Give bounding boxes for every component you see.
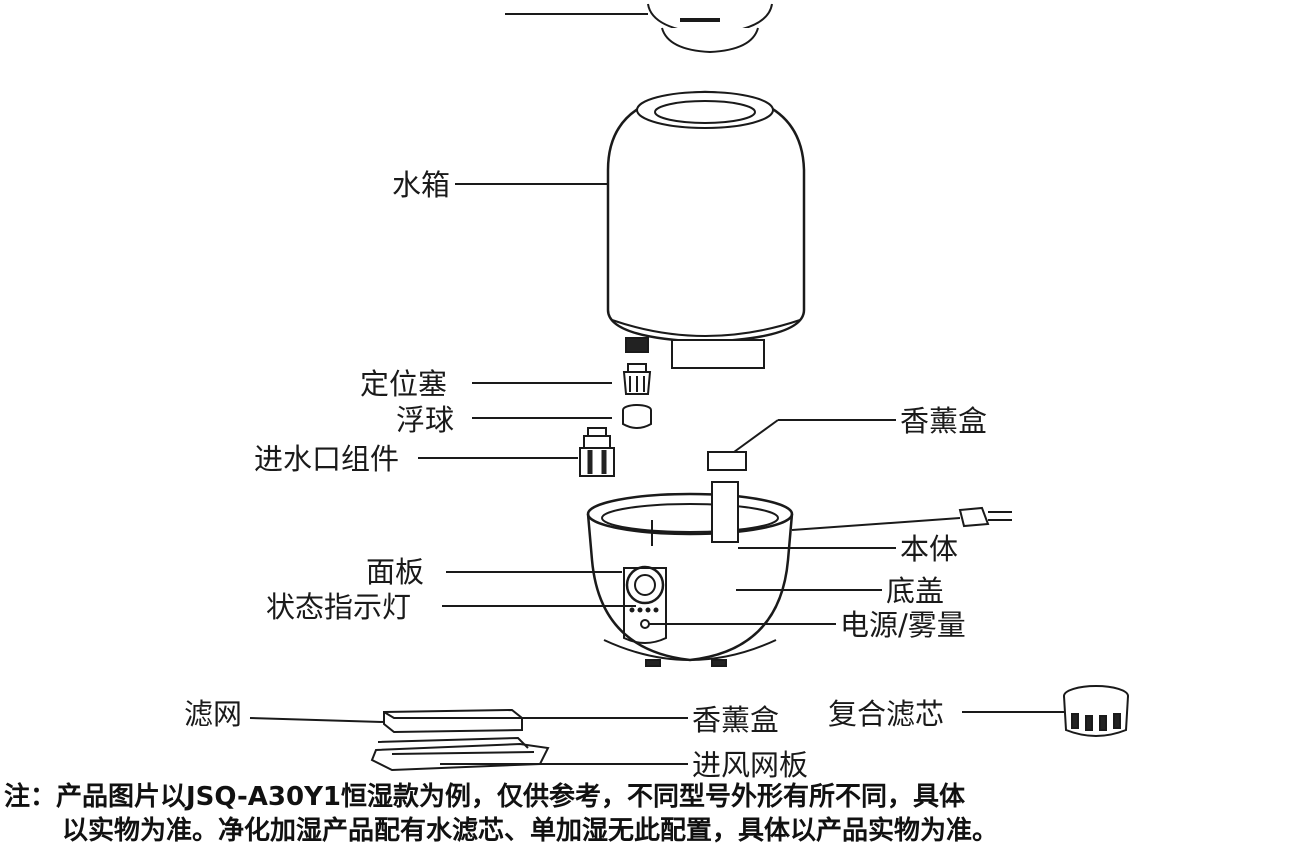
- label-panel: 面板: [366, 555, 425, 589]
- label-float-ball: 浮球: [396, 403, 455, 437]
- main-body-part: [442, 481, 1012, 667]
- label-air-inlet-plate: 进风网板: [692, 748, 809, 782]
- locating-plug-part: [472, 363, 652, 395]
- note-line-2: 以实物为准。净化加湿产品配有水滤芯、单加湿无此配置，具体以产品实物为准。: [62, 816, 999, 846]
- aroma-box-top-part: [707, 419, 896, 471]
- note-line-1: 注：产品图片以JSQ-A30Y1恒湿款为例，仅供参考，不同型号外形有所不同，具体: [4, 782, 965, 812]
- label-status-indicator: 状态指示灯: [266, 590, 412, 624]
- label-locating-plug: 定位塞: [360, 367, 448, 401]
- filter-mesh-part: [249, 708, 688, 734]
- composite-filter-part: [962, 685, 1129, 737]
- label-main-body: 本体: [900, 532, 959, 566]
- label-filter-mesh: 滤网: [184, 697, 243, 731]
- label-bottom-cover: 底盖: [886, 574, 945, 608]
- label-power-mist: 电源/雾量: [840, 608, 966, 642]
- water-inlet-assembly-part: [418, 427, 615, 477]
- top-cap-part: [505, 3, 773, 54]
- label-water-inlet-assembly: 进水口组件: [254, 442, 400, 476]
- air-inlet-plate-part: [370, 736, 688, 772]
- label-composite-filter: 复合滤芯: [828, 697, 945, 731]
- water-tank-part: [455, 90, 806, 369]
- label-aroma-box-bottom: 香薰盒: [692, 703, 780, 737]
- label-water-tank: 水箱: [392, 168, 451, 202]
- label-aroma-box-top: 香薰盒: [900, 404, 988, 438]
- float-ball-part: [472, 404, 652, 429]
